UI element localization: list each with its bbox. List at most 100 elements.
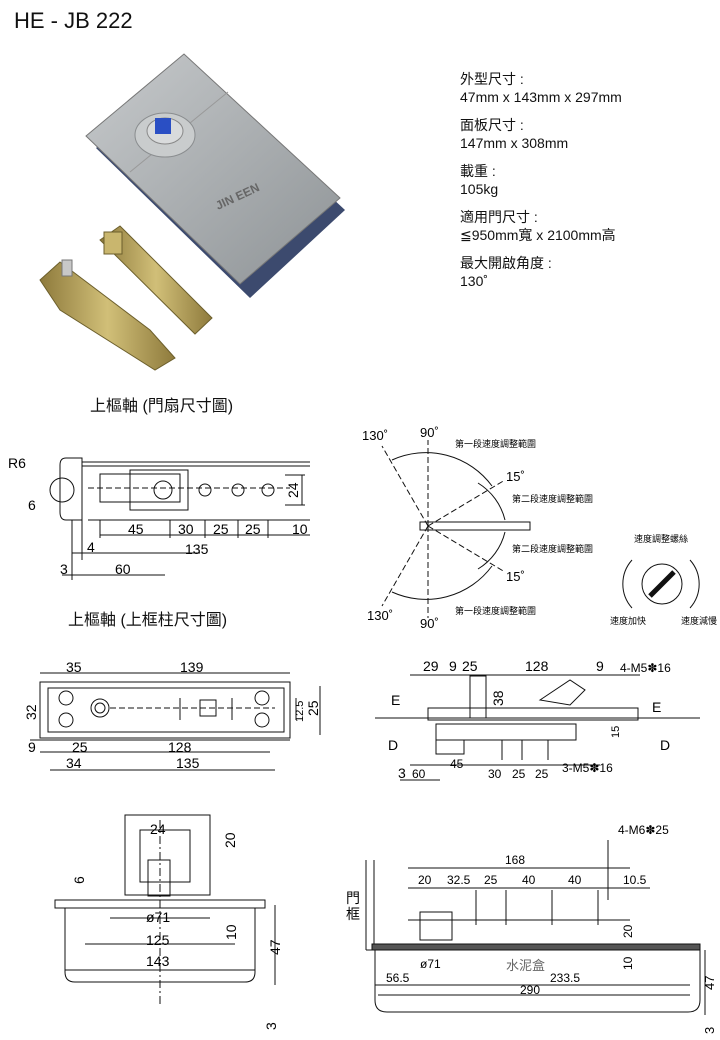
dim-4: 4 <box>87 539 95 555</box>
section-d-right: D <box>660 737 670 753</box>
dim-40a: 40 <box>522 873 536 887</box>
dim-3-end: 3 <box>263 1022 279 1030</box>
top-pivot-frame-drawing <box>30 672 321 771</box>
dim-3-side: 3 <box>398 765 406 781</box>
caption-pivot-door: 上樞軸 (門扇尺寸圖) <box>90 398 234 415</box>
dim-9b: 9 <box>596 658 604 674</box>
dim-25c-side: 25 <box>535 767 549 781</box>
speed-screw-title: 速度調整螺絲 <box>634 533 688 544</box>
dim-60: 60 <box>115 561 131 577</box>
dim-25a: 25 <box>213 521 229 537</box>
dim-143: 143 <box>146 953 170 969</box>
dim-25b-side: 25 <box>512 767 526 781</box>
speed-screw-diagram: 速度調整螺絲 速度加快 速度減慢 <box>610 533 717 626</box>
dim-25b: 25 <box>245 521 261 537</box>
spec-value-door: ≦950mm寬 x 2100mm高 <box>460 227 616 243</box>
spec-value-size: 47mm x 143mm x 297mm <box>460 89 622 105</box>
dim-9a: 9 <box>449 658 457 674</box>
range1-bot-label: 第一段速度調整範圍 <box>455 605 536 616</box>
dim-29: 29 <box>423 658 439 674</box>
dim-6-end: 6 <box>71 876 87 884</box>
dim-10-vertical: 10 <box>621 956 635 970</box>
dim-25-right: 25 <box>305 700 321 716</box>
dim-10: 10 <box>292 521 308 537</box>
adjust-valve-icon <box>155 118 171 134</box>
dim-125: 125 <box>146 932 170 948</box>
dim-d71-install: ø71 <box>420 957 441 971</box>
side-view-drawing <box>375 674 700 781</box>
dim-47-end: 47 <box>267 939 283 955</box>
dim-34: 34 <box>66 755 82 771</box>
dim-20-vertical: 20 <box>621 924 635 938</box>
dim-38: 38 <box>490 690 506 706</box>
spec-list: 外型尺寸 : 47mm x 143mm x 297mm 面板尺寸 : 147mm… <box>460 70 622 290</box>
dim-47-install: 47 <box>702 976 717 990</box>
top-pivot-door-dims: R6 6 4 3 60 135 45 30 25 25 10 24 <box>8 455 308 577</box>
dim-128-side: 128 <box>525 658 549 674</box>
product-photo: JIN EEN <box>39 53 345 371</box>
spec-label-size: 外型尺寸 : <box>460 71 524 87</box>
spec-label-angle: 最大開啟角度 : <box>460 255 552 271</box>
dim-d71-end: ø71 <box>146 909 170 925</box>
section-d-left: D <box>388 737 398 753</box>
dim-12-5: 12.5 <box>294 701 306 722</box>
range1-top-label: 第一段速度調整範圍 <box>455 438 536 449</box>
top-pivot-door-drawing <box>49 457 310 580</box>
dim-45: 45 <box>128 521 144 537</box>
dim-10-end: 10 <box>223 924 239 940</box>
dim-24-end: 24 <box>150 821 166 837</box>
dim-3-install: 3 <box>702 1027 717 1034</box>
dim-35: 35 <box>66 659 82 675</box>
installation-drawing <box>365 840 706 1015</box>
dim-25-install: 25 <box>484 873 498 887</box>
angle-90-top: 90˚ <box>420 425 439 440</box>
dim-25a-side: 25 <box>462 658 478 674</box>
caption-pivot-frame: 上樞軸 (上框柱尺寸圖) <box>68 612 228 629</box>
dim-290: 290 <box>520 983 540 997</box>
angle-130-bot: 130˚ <box>367 608 393 623</box>
dim-m6: 4-M6✽25 <box>618 823 669 837</box>
dim-32-5: 32.5 <box>447 873 471 887</box>
spec-value-load: 105kg <box>460 181 499 197</box>
angle-15-top: 15˚ <box>506 469 525 484</box>
dim-10-5: 10.5 <box>623 873 647 887</box>
dim-56-5: 56.5 <box>386 971 410 985</box>
dim-135-frame: 135 <box>176 755 200 771</box>
dim-20-end: 20 <box>222 832 238 848</box>
angle-130-top: 130˚ <box>362 428 388 443</box>
spec-label-panel: 面板尺寸 : <box>460 117 524 133</box>
dim-3: 3 <box>60 561 68 577</box>
frame-label: 門框 <box>346 890 360 922</box>
dim-9: 9 <box>28 739 36 755</box>
side-view-dims: 29 9 25 128 9 4-M5✽16 38 E E D D 15 3 60… <box>388 658 671 781</box>
dim-m5-top: 4-M5✽16 <box>620 661 671 675</box>
speed-slower-label: 速度減慢 <box>681 615 717 626</box>
angle-90-bot: 90˚ <box>420 616 439 631</box>
dim-40b: 40 <box>568 873 582 887</box>
end-view-drawing <box>54 814 276 1005</box>
installation-dims: 4-M6✽25 門框 168 20 32.5 25 40 40 10.5 20 … <box>346 823 717 1034</box>
dim-32: 32 <box>23 704 39 720</box>
dim-128: 128 <box>168 739 192 755</box>
dim-135: 135 <box>185 541 209 557</box>
dim-m5-bottom: 3-M5✽16 <box>562 761 613 775</box>
speed-faster-label: 速度加快 <box>610 615 646 626</box>
dim-15: 15 <box>610 726 622 738</box>
section-e-left: E <box>391 692 400 708</box>
angle-15-bot: 15˚ <box>506 569 525 584</box>
dim-20-install: 20 <box>418 873 432 887</box>
opening-angle-diagram <box>381 440 531 618</box>
dim-168: 168 <box>505 853 525 867</box>
range2-bot-label: 第二段速度調整範圍 <box>512 543 593 554</box>
end-view-dims: 24 20 6 ø71 10 125 143 47 3 <box>71 821 283 1030</box>
dim-30-side: 30 <box>488 767 502 781</box>
dim-r6: R6 <box>8 455 26 471</box>
dim-30: 30 <box>178 521 194 537</box>
section-e-right: E <box>652 699 661 715</box>
dim-6: 6 <box>28 497 36 513</box>
spec-value-angle: 130˚ <box>460 273 489 289</box>
dim-25: 25 <box>72 739 88 755</box>
dim-45-side: 45 <box>450 757 464 771</box>
dim-60-side: 60 <box>412 767 426 781</box>
